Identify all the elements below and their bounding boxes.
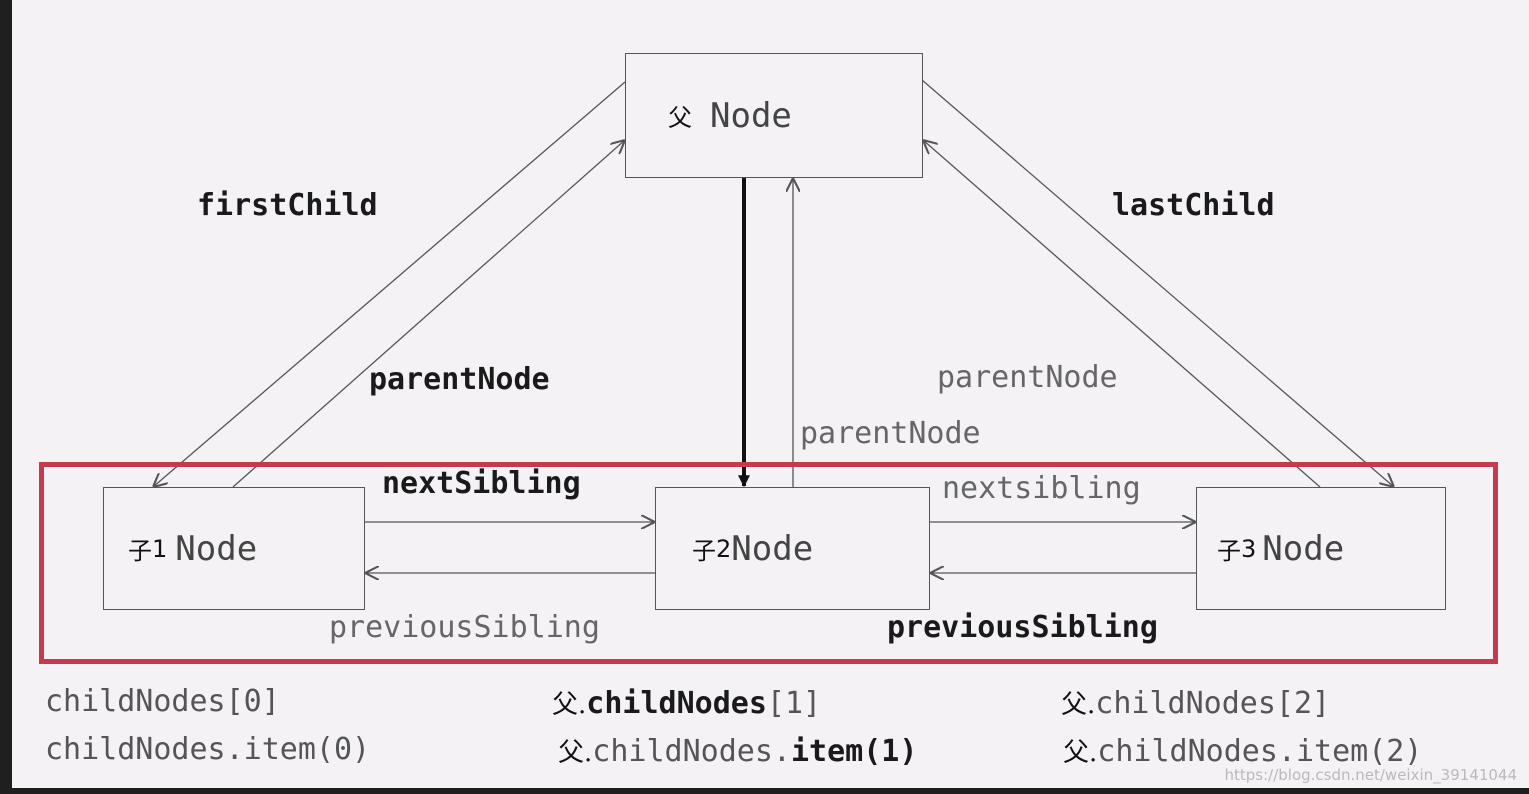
watermark-url: https://blog.csdn.net/weixin_39141044 xyxy=(1224,766,1517,784)
code-col2-line1-prefix: 父. xyxy=(552,690,587,720)
child3-node-name: Node xyxy=(1262,528,1345,569)
code-col3-line1-rest: childNodes[2] xyxy=(1095,686,1331,721)
child2-node-name: Node xyxy=(731,528,814,569)
parent-node-label-left: parentNode xyxy=(369,362,550,397)
previous-sibling-label-left: previousSibling xyxy=(329,610,600,645)
parent-node-box: 父 Node xyxy=(625,53,923,178)
code-col3-line2-rest: childNodes.item(2) xyxy=(1097,734,1423,769)
first-child-arrow xyxy=(153,81,626,487)
child3-prefix: 子 xyxy=(1217,537,1241,565)
parent-node-name: Node xyxy=(710,95,792,136)
parent-node-label-right: parentNode xyxy=(937,360,1118,395)
child1-node-name: Node xyxy=(175,528,258,569)
previous-sibling-label-right: previousSibling xyxy=(887,610,1158,645)
code-col3-line1: 父.childNodes[2] xyxy=(1061,684,1330,721)
child1-prefix: 子 xyxy=(128,537,152,565)
code-col2-line2-bold: item(1) xyxy=(790,734,918,769)
parent-node-arrow-left xyxy=(232,140,625,488)
code-col2-line2-prefix: 父. xyxy=(558,738,593,768)
code-col1-line2: childNodes.item(0) xyxy=(45,732,371,767)
code-col3-line2-prefix: 父. xyxy=(1063,738,1098,768)
child3-number: 3 xyxy=(1241,534,1257,563)
next-sibling-label-left: nextSibling xyxy=(382,466,581,501)
parent-prefix: 父 xyxy=(668,104,692,132)
next-sibling-label-right: nextsibling xyxy=(942,471,1141,506)
child1-node-box: 子 1 Node xyxy=(103,487,365,610)
code-col2-line1-rest: [1] xyxy=(766,686,822,721)
child2-prefix: 子 xyxy=(692,537,716,565)
child2-number: 2 xyxy=(716,534,732,563)
code-col3-line1-prefix: 父. xyxy=(1061,690,1096,720)
child2-node-box: 子 2 Node xyxy=(655,487,930,610)
first-child-label: firstChild xyxy=(197,188,378,223)
code-col3-line2: 父.childNodes.item(2) xyxy=(1063,732,1422,769)
code-col2-line1: 父.childNodes[1] xyxy=(552,684,821,721)
parent-node-arrow-right xyxy=(923,140,1321,488)
last-child-label: lastChild xyxy=(1112,188,1275,223)
children-highlight-frame xyxy=(39,462,1498,664)
code-col2-line1-bold: childNodes xyxy=(586,686,767,721)
code-col1-line1: childNodes[0] xyxy=(45,684,280,719)
last-child-arrow xyxy=(921,79,1394,487)
parent-node-label-center: parentNode xyxy=(800,416,981,451)
code-col2-line2: 父.childNodes.item(1) xyxy=(558,732,917,769)
code-col2-line2-plain: childNodes. xyxy=(592,734,791,769)
child3-node-box: 子 3 Node xyxy=(1196,487,1446,610)
child1-number: 1 xyxy=(152,534,168,563)
